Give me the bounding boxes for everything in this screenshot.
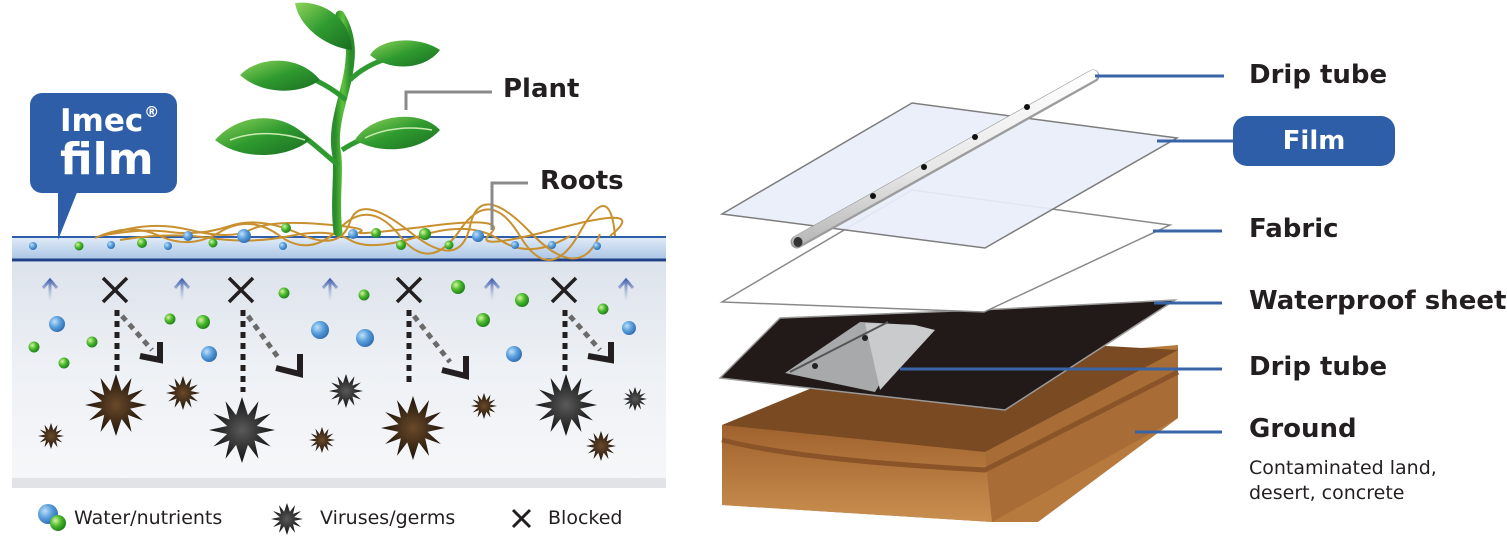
- soil-water-nutrients: [28, 280, 636, 369]
- top-drip-tube: [790, 69, 1100, 249]
- right-leader-lines: [900, 74, 1233, 434]
- fabric-layer: [719, 189, 1173, 313]
- label-ground: Ground: [1249, 414, 1357, 444]
- plant-label: Plant: [503, 74, 580, 104]
- label-fabric: Fabric: [1249, 214, 1339, 244]
- callout-line1: Imec: [60, 103, 144, 139]
- blocked-markers: [101, 276, 578, 304]
- upward-flow-arrows: [41, 277, 635, 302]
- ground-block: [721, 340, 1180, 522]
- label-waterproof-sheet: Waterproof sheet: [1249, 286, 1507, 316]
- label-bottom-drip-tube: Drip tube: [1249, 352, 1388, 382]
- label-top-drip-tube: Drip tube: [1249, 60, 1388, 90]
- callout-tail: [58, 190, 78, 240]
- roots: [94, 203, 624, 261]
- deflection-arrows: [114, 310, 614, 392]
- roots-label: Roots: [540, 166, 624, 196]
- film-particles: [29, 223, 601, 251]
- imec-film-callout: Imec® film: [30, 93, 177, 193]
- legend-viruses-germs: Viruses/germs: [320, 507, 456, 529]
- left-illustration: [12, 2, 666, 535]
- registered-mark: ®: [144, 103, 160, 121]
- blocked-x-icon: [511, 508, 532, 529]
- plant-illustration: [215, 2, 440, 237]
- left-leader-lines: [404, 90, 528, 230]
- legend-blocked: Blocked: [548, 507, 623, 529]
- plastic-film-layer: [719, 102, 1180, 249]
- water-nutrients-icon: [38, 504, 66, 531]
- ground-sublabel-line1: Contaminated land,: [1249, 457, 1437, 479]
- virus-germ-icon: [271, 503, 303, 535]
- legend-water-nutrients: Water/nutrients: [74, 507, 223, 529]
- waterproof-sheet-layer: [718, 299, 1178, 411]
- callout-line2: film: [60, 134, 154, 185]
- ground-sublabel-line2: desert, concrete: [1249, 482, 1405, 504]
- label-film-badge: Film: [1233, 116, 1395, 166]
